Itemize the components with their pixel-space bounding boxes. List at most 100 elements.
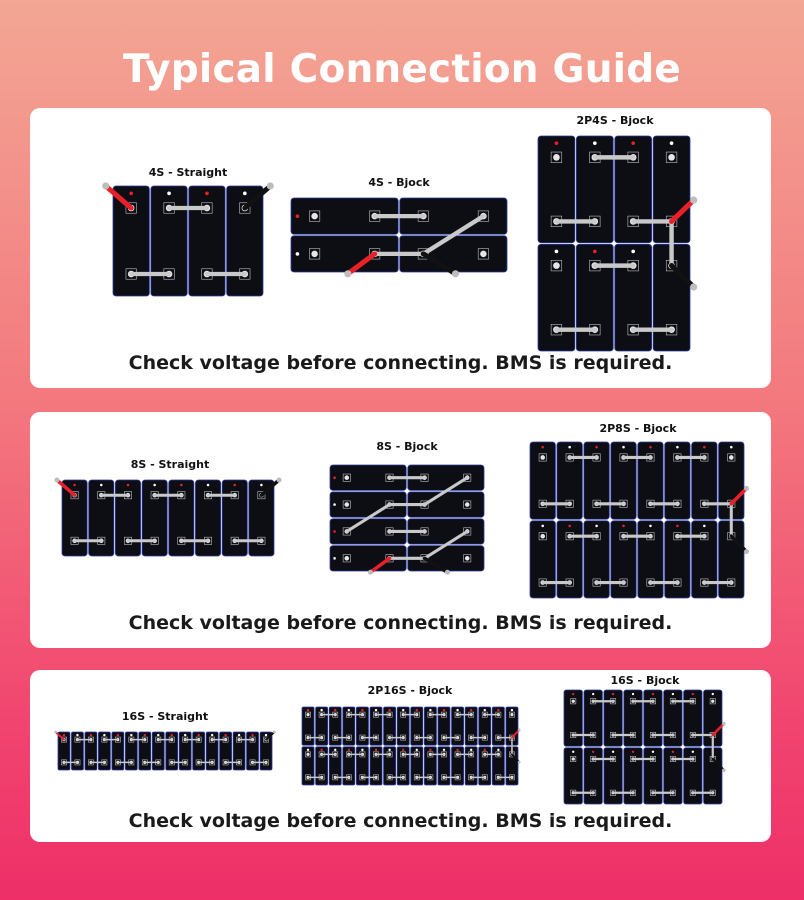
battery-cell — [328, 706, 342, 746]
terminal — [306, 713, 310, 717]
polarity-mark — [129, 191, 134, 196]
battery-cell — [301, 706, 315, 746]
wire-lug — [722, 768, 726, 773]
polarity-mark — [631, 750, 635, 753]
polarity-mark — [622, 524, 625, 528]
terminal-frame — [342, 554, 351, 563]
terminal-frame — [727, 453, 736, 462]
polarity-mark — [157, 733, 160, 737]
polarity-mark — [242, 191, 247, 196]
polarity-mark — [402, 748, 405, 752]
polarity-mark — [374, 748, 378, 752]
polarity-mark — [595, 445, 598, 449]
terminal — [571, 757, 575, 761]
bus-bar — [345, 503, 391, 533]
polarity-mark — [334, 748, 337, 752]
polarity-mark — [233, 483, 236, 487]
negative-wire — [668, 263, 697, 290]
wire-lug — [367, 569, 373, 575]
battery-cell — [583, 747, 603, 805]
polarity-mark — [89, 733, 93, 737]
battery-pack — [54, 730, 276, 771]
battery-cell — [410, 746, 424, 786]
positive-wire — [54, 731, 65, 741]
battery-cell — [165, 731, 179, 771]
battery-cell — [232, 731, 246, 771]
polarity-mark — [73, 483, 76, 487]
wire-lug — [102, 182, 110, 190]
battery-cell — [610, 441, 637, 520]
polarity-mark — [592, 249, 597, 254]
panel-8s: 8S - Straight 8S - Bjock 2P8S - Bjock Ch… — [30, 412, 771, 648]
polarity-mark — [469, 748, 473, 752]
negative-wire — [420, 251, 459, 277]
polarity-mark — [554, 141, 559, 146]
terminal-frame — [477, 248, 489, 260]
battery-pack — [329, 464, 485, 575]
polarity-mark — [572, 692, 575, 696]
polarity-mark — [116, 733, 120, 737]
diagram-8s-bjock: 8S - Bjock — [326, 440, 488, 585]
polarity-mark — [510, 708, 514, 712]
polarity-mark — [334, 708, 337, 712]
battery-cell — [248, 479, 275, 557]
terminal — [510, 713, 514, 717]
battery-pack — [537, 135, 698, 352]
page-title: Typical Connection Guide — [122, 47, 682, 92]
polarity-mark — [651, 750, 655, 753]
terminal-frame — [538, 532, 547, 541]
terminal — [306, 752, 310, 756]
polarity-mark — [497, 708, 500, 712]
polarity-mark — [333, 557, 336, 560]
bus-bar — [423, 529, 469, 560]
polarity-mark — [224, 733, 227, 737]
battery-cell — [623, 747, 643, 805]
terminal — [540, 533, 546, 539]
battery-cell — [396, 706, 410, 746]
polarity-mark — [669, 141, 674, 146]
battery-cell — [192, 731, 206, 771]
battery-cell — [205, 731, 219, 771]
terminal-frame — [550, 151, 563, 163]
polarity-mark — [591, 692, 595, 696]
polarity-mark — [295, 252, 300, 256]
battery-cell — [437, 706, 451, 746]
polarity-mark — [568, 524, 571, 528]
battery-cell — [396, 746, 410, 786]
polarity-mark — [402, 708, 405, 712]
diagram-label: 4S - Bjock — [368, 176, 430, 189]
battery-cell — [246, 731, 259, 771]
polarity-mark — [184, 733, 187, 737]
polarity-mark — [153, 483, 156, 487]
terminal-frame — [538, 453, 547, 462]
terminal-frame — [550, 259, 563, 272]
battery-cell — [141, 479, 168, 557]
terminal-frame — [61, 736, 67, 743]
battery-cell — [71, 731, 84, 771]
battery-cell — [355, 746, 369, 786]
wire-lug — [276, 477, 282, 483]
polarity-mark — [711, 692, 714, 696]
battery-cell — [603, 689, 623, 747]
polarity-mark — [483, 748, 486, 752]
battery-cell — [603, 747, 623, 805]
polarity-mark — [206, 483, 210, 487]
battery-cell — [315, 706, 329, 746]
terminal-frame — [342, 473, 351, 482]
polarity-mark — [483, 708, 486, 712]
terminal-frame — [309, 248, 321, 260]
polarity-mark — [649, 524, 652, 528]
diagram-label: 8S - Straight — [130, 458, 210, 471]
polarity-mark — [320, 708, 323, 712]
terminal-frame — [342, 527, 351, 536]
polarity-mark — [295, 214, 300, 218]
polarity-mark — [388, 708, 391, 712]
battery-cell — [383, 706, 397, 746]
battery-cell — [369, 706, 383, 746]
battery-cell — [328, 746, 342, 786]
diagram-2p4s-bjock: 2P4S - Bjock — [530, 114, 700, 354]
positive-wire — [510, 728, 521, 739]
terminal-frame — [665, 151, 678, 163]
battery-pack — [290, 197, 508, 278]
terminal-frame — [709, 698, 716, 705]
